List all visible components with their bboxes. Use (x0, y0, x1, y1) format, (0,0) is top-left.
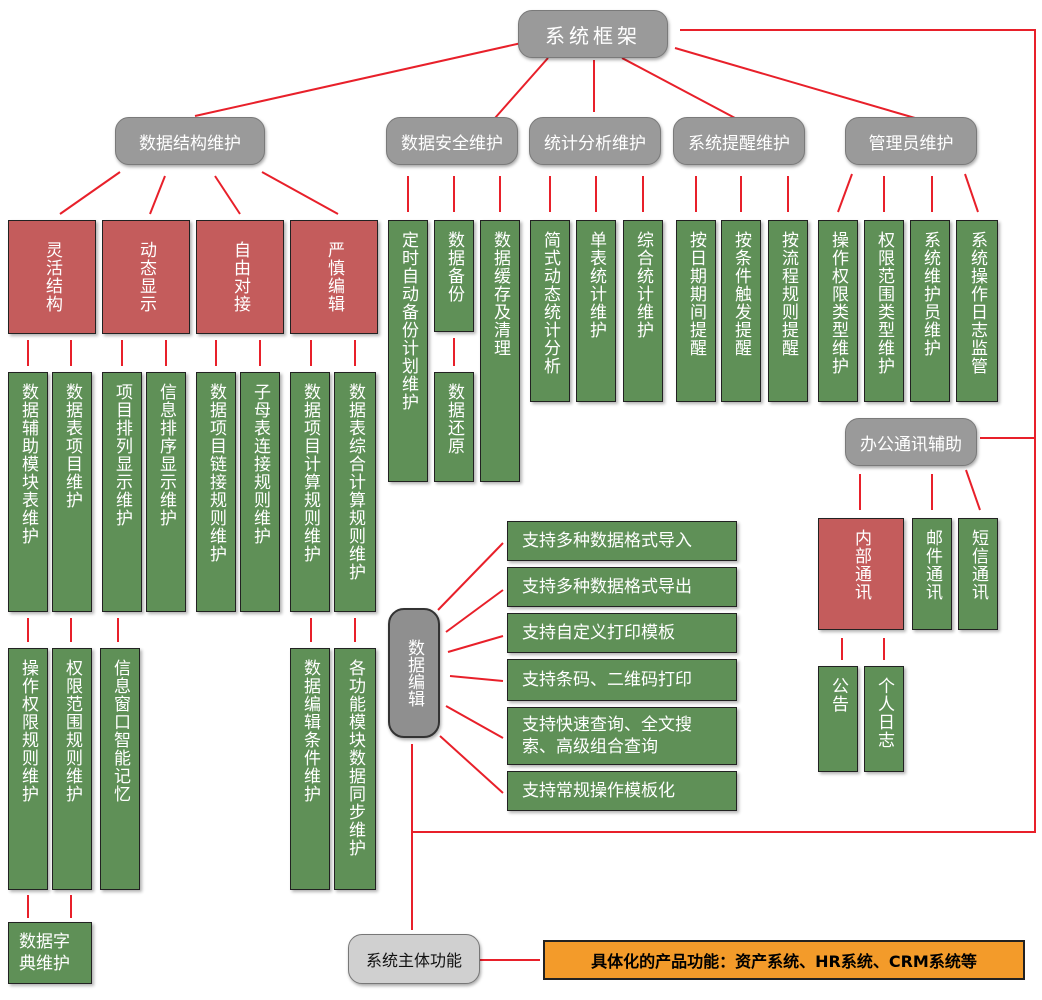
node-remind-by-flow: 按流程规则提醒 (768, 220, 808, 402)
feature-barcode-print: 支持条码、二维码打印 (507, 659, 737, 701)
node-dynamic-display-label: 动态显示 (136, 241, 156, 313)
node-sub-table-rules-label: 子母表连接规则维护 (250, 383, 270, 545)
node-simple-stats-label: 简式动态统计分析 (540, 231, 560, 375)
node-cache-cleanup-label: 数据缓存及清理 (490, 231, 510, 357)
feature-import-formats: 支持多种数据格式导入 (507, 521, 737, 561)
node-aux-table-maintain-label: 数据辅助模块表维护 (18, 383, 38, 545)
node-table-calc-rules: 数据表综合计算规则维护 (334, 372, 376, 612)
node-range-type-label: 权限范围类型维护 (874, 231, 894, 375)
branch-office-comm: 办公通讯辅助 (845, 418, 977, 466)
node-mail-comm: 邮件通讯 (912, 518, 952, 630)
node-edit-conditions: 数据编辑条件维护 (290, 648, 330, 890)
node-item-order-display-label: 项目排列显示维护 (112, 383, 132, 527)
product-functions: 具体化的产品功能：资产系统、HR系统、CRM系统等 (543, 940, 1025, 980)
node-maintainer: 系统维护员维护 (910, 220, 950, 402)
node-module-sync-label: 各功能模块数据同步维护 (345, 659, 365, 857)
node-operation-log: 系统操作日志监管 (956, 220, 998, 402)
node-operation-log-label: 系统操作日志监管 (967, 231, 987, 375)
node-personal-diary: 个人日志 (864, 666, 904, 772)
node-mail-comm-label: 邮件通讯 (922, 529, 942, 601)
node-data-backup-label: 数据备份 (444, 231, 464, 303)
node-perm-type: 操作权限类型维护 (818, 220, 858, 402)
node-data-edit: 数据编辑 (388, 608, 440, 738)
node-table-item-maintain: 数据表项目维护 (52, 372, 92, 612)
node-internal-comm-label: 内部通讯 (851, 529, 871, 601)
node-free-connect-label: 自由对接 (230, 241, 250, 313)
node-aux-table-maintain: 数据辅助模块表维护 (8, 372, 48, 612)
node-op-perm-rules: 操作权限规则维护 (8, 648, 48, 890)
feature-search-label: 支持快速查询、全文搜索、高级组合查询 (522, 715, 692, 757)
node-combined-stats-label: 综合统计维护 (633, 231, 653, 339)
node-single-table-stats-label: 单表统计维护 (586, 231, 606, 339)
feature-custom-print-template: 支持自定义打印模板 (507, 613, 737, 653)
branch-reminder: 系统提醒维护 (673, 117, 805, 165)
node-single-table-stats: 单表统计维护 (576, 220, 616, 402)
node-maintainer-label: 系统维护员维护 (920, 231, 940, 357)
node-data-backup: 数据备份 (434, 220, 474, 332)
node-remind-by-flow-label: 按流程规则提醒 (778, 231, 798, 357)
feature-search: 支持快速查询、全文搜索、高级组合查询 (507, 707, 737, 765)
branch-data-structure: 数据结构维护 (115, 117, 265, 165)
branch-admin: 管理员维护 (845, 117, 977, 165)
node-data-restore: 数据还原 (434, 372, 474, 482)
node-info-order-display: 信息排序显示维护 (146, 372, 186, 612)
node-table-item-maintain-label: 数据表项目维护 (62, 383, 82, 509)
node-item-link-rules-label: 数据项目链接规则维护 (206, 383, 226, 563)
node-item-link-rules: 数据项目链接规则维护 (196, 372, 236, 612)
node-sms-comm-label: 短信通讯 (968, 529, 988, 601)
node-notice: 公告 (818, 666, 858, 772)
node-remind-by-condition-label: 按条件触发提醒 (731, 231, 751, 357)
node-combined-stats: 综合统计维护 (623, 220, 663, 402)
branch-statistics: 统计分析维护 (529, 117, 661, 165)
node-cache-cleanup: 数据缓存及清理 (480, 220, 520, 482)
node-auto-backup: 定时自动备份计划维护 (388, 220, 428, 482)
node-simple-stats: 简式动态统计分析 (530, 220, 570, 402)
node-data-dictionary-label: 数据字典维护 (19, 932, 70, 974)
feature-export-formats: 支持多种数据格式导出 (507, 567, 737, 607)
node-edit-conditions-label: 数据编辑条件维护 (300, 659, 320, 803)
node-internal-comm: 内部通讯 (818, 518, 904, 630)
feature-template-ops: 支持常规操作模板化 (507, 771, 737, 811)
node-remind-by-date-label: 按日期期间提醒 (686, 231, 706, 357)
node-personal-diary-label: 个人日志 (874, 677, 894, 749)
node-sub-table-rules: 子母表连接规则维护 (240, 372, 280, 612)
node-perm-range-rules-label: 权限范围规则维护 (62, 659, 82, 803)
node-data-edit-label: 数据编辑 (404, 639, 424, 707)
branch-main-function: 系统主体功能 (348, 934, 480, 984)
node-perm-range-rules: 权限范围规则维护 (52, 648, 92, 890)
node-dynamic-display: 动态显示 (102, 220, 190, 334)
node-notice-label: 公告 (828, 677, 848, 713)
node-module-sync: 各功能模块数据同步维护 (334, 648, 376, 890)
node-sms-comm: 短信通讯 (958, 518, 998, 630)
node-perm-type-label: 操作权限类型维护 (828, 231, 848, 375)
node-item-calc-rules: 数据项目计算规则维护 (290, 372, 330, 612)
node-free-connect: 自由对接 (196, 220, 284, 334)
node-auto-backup-label: 定时自动备份计划维护 (398, 231, 418, 411)
node-data-dictionary: 数据字典维护 (8, 922, 92, 984)
node-remind-by-date: 按日期期间提醒 (676, 220, 716, 402)
node-flexible-structure-label: 灵活结构 (42, 241, 62, 313)
node-item-calc-rules-label: 数据项目计算规则维护 (300, 383, 320, 563)
node-remind-by-condition: 按条件触发提醒 (721, 220, 761, 402)
node-flexible-structure: 灵活结构 (8, 220, 96, 334)
node-strict-edit-label: 严慎编辑 (324, 241, 344, 313)
branch-data-security: 数据安全维护 (386, 117, 518, 165)
node-table-calc-rules-label: 数据表综合计算规则维护 (345, 383, 365, 581)
node-strict-edit: 严慎编辑 (290, 220, 378, 334)
node-info-order-display-label: 信息排序显示维护 (156, 383, 176, 527)
node-op-perm-rules-label: 操作权限规则维护 (18, 659, 38, 803)
node-window-memory: 信息窗口智能记忆 (100, 648, 140, 890)
node-item-order-display: 项目排列显示维护 (102, 372, 142, 612)
root-node-system-framework: 系统框架 (518, 10, 668, 58)
node-window-memory-label: 信息窗口智能记忆 (110, 659, 130, 803)
node-data-restore-label: 数据还原 (444, 383, 464, 455)
node-range-type: 权限范围类型维护 (864, 220, 904, 402)
